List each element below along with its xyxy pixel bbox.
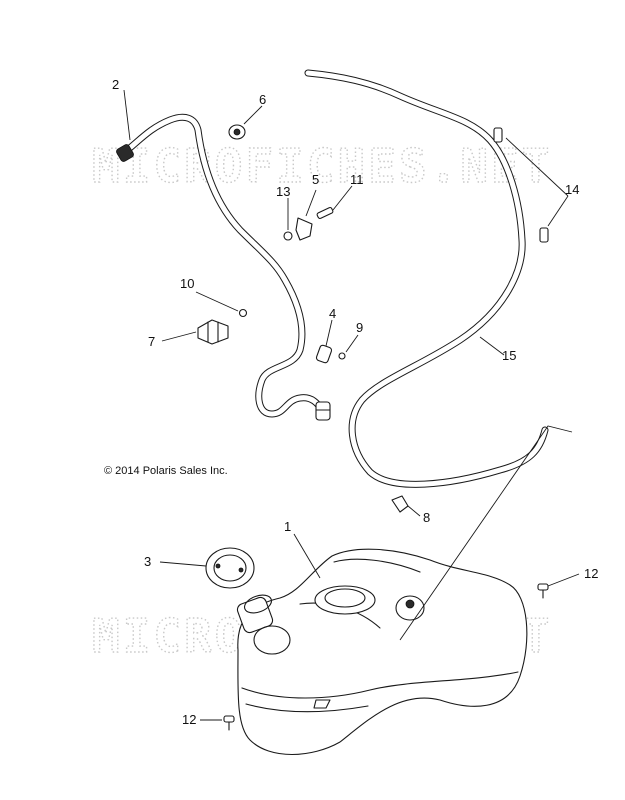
callout-1: 1	[284, 519, 291, 534]
clip-part-4[interactable]	[315, 344, 333, 364]
fuel-cap-part-3[interactable]	[205, 547, 255, 589]
callout-14: 14	[565, 182, 579, 197]
copyright-text: © 2014 Polaris Sales Inc.	[104, 465, 228, 477]
callout-2: 2	[112, 77, 119, 92]
nut-part-13[interactable]	[283, 231, 293, 241]
callout-15: 15	[502, 348, 516, 363]
connector-part-14a[interactable]	[493, 127, 503, 143]
vent-hose-part-2[interactable]	[115, 113, 331, 421]
callout-12b: 12	[182, 712, 196, 727]
callout-13: 13	[276, 184, 290, 199]
callout-9: 9	[356, 320, 363, 335]
bracket-part-5[interactable]	[295, 217, 313, 241]
bolt-part-11[interactable]	[316, 207, 334, 219]
callout-7: 7	[148, 334, 155, 349]
callout-3: 3	[144, 554, 151, 569]
callout-8: 8	[423, 510, 430, 525]
callout-4: 4	[329, 306, 336, 321]
clamp-part-6[interactable]	[228, 124, 246, 140]
vent-hose-part-15[interactable]	[304, 69, 549, 488]
fuel-tank-part-1[interactable]	[236, 548, 528, 755]
screw-part-12b[interactable]	[223, 715, 235, 731]
fastener-part-9[interactable]	[338, 352, 346, 360]
callout-5: 5	[312, 172, 319, 187]
callout-11: 11	[350, 172, 364, 187]
connector-part-14b[interactable]	[539, 227, 549, 243]
callout-10: 10	[180, 276, 194, 291]
reference-line	[399, 425, 573, 641]
clip-part-7[interactable]	[197, 319, 229, 345]
clip-part-8[interactable]	[391, 495, 409, 513]
leader-lines	[123, 89, 580, 721]
watermark-top: MICROFICHES.NET	[92, 139, 552, 193]
screw-part-12a[interactable]	[537, 583, 549, 599]
callout-12a: 12	[584, 566, 598, 581]
callout-6: 6	[259, 92, 266, 107]
screw-part-10[interactable]	[238, 308, 248, 318]
